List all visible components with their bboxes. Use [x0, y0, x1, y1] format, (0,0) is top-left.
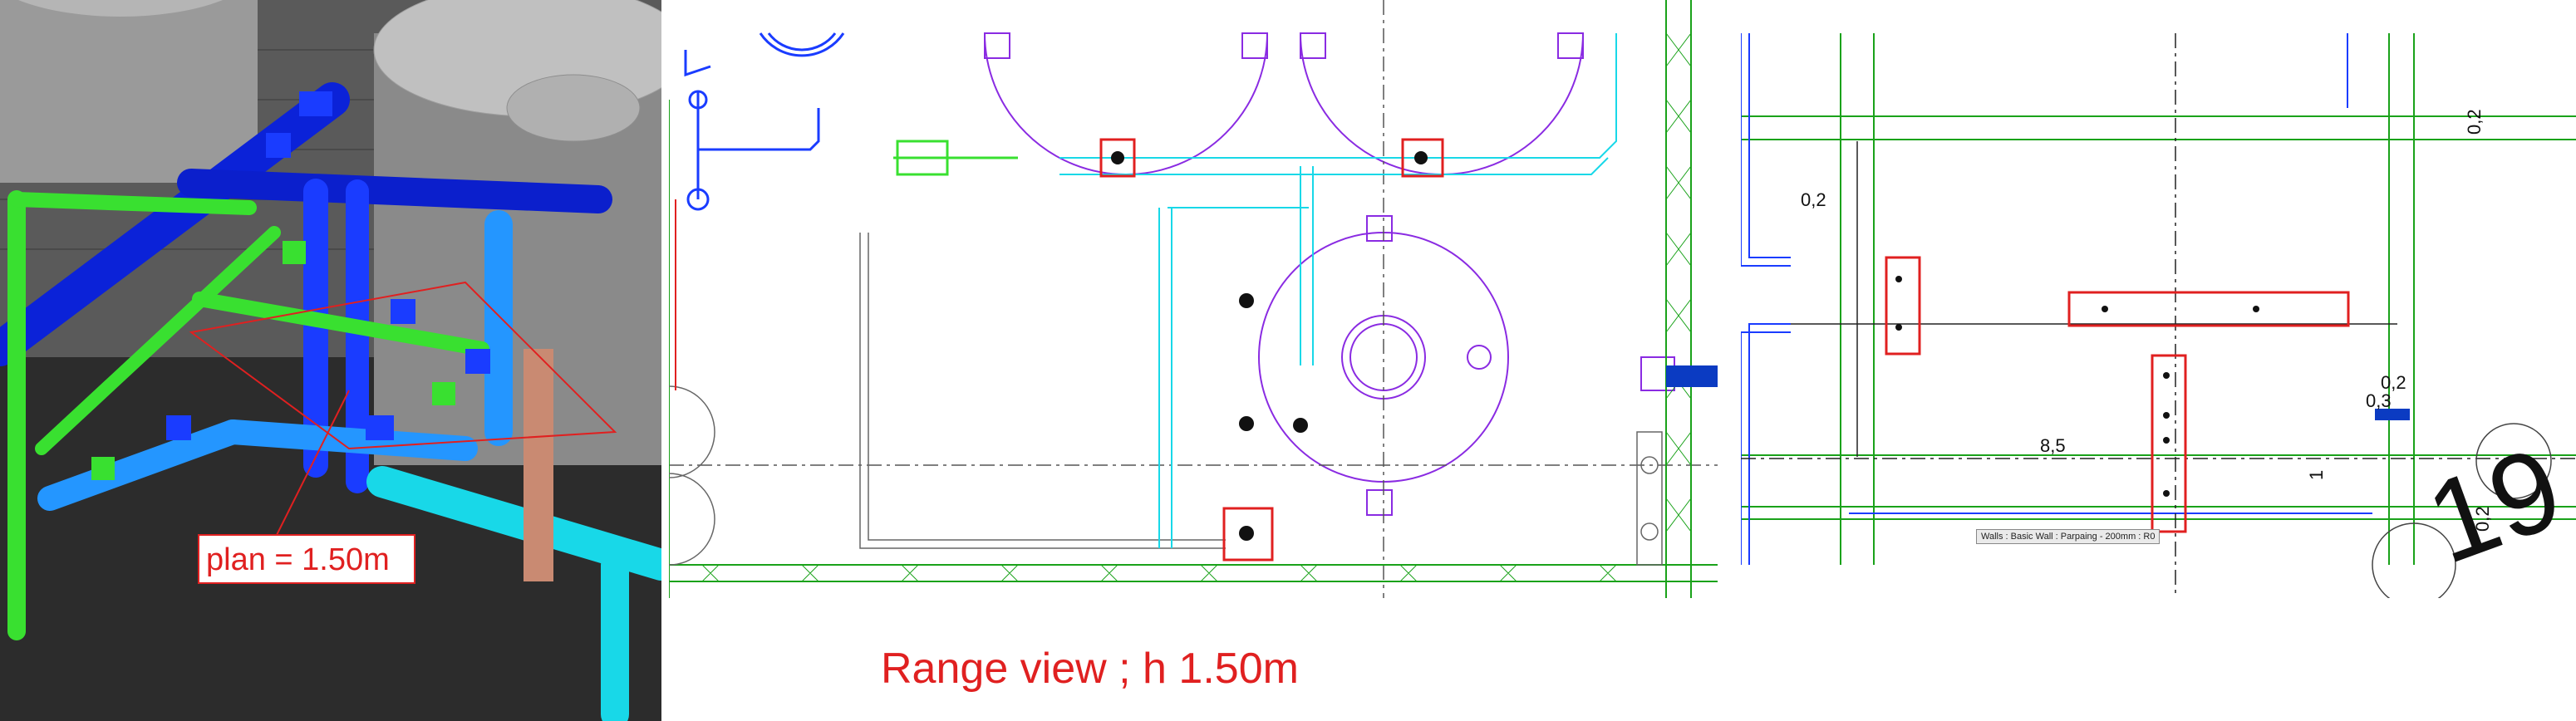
detail-grid-lines — [1741, 33, 2576, 565]
dim-span: 8,5 — [2040, 435, 2066, 456]
plan-drawing — [669, 0, 1718, 598]
plan-height-text: plan = 1.50m — [206, 542, 390, 577]
highlight-boxes — [1099, 138, 1444, 562]
dim-right-b: 0,3 — [2366, 390, 2392, 411]
green-valves — [91, 241, 455, 480]
green-pipe-run — [893, 140, 1018, 176]
cross-hatch — [701, 32, 1692, 582]
dim-right-a: 0,2 — [2381, 372, 2406, 393]
green-pipes — [7, 190, 489, 640]
tank-left — [0, 0, 258, 183]
dim-left: 0,2 — [1801, 189, 1826, 210]
sprinkler-symbols — [1111, 151, 1428, 541]
tag-number: 19 — [2411, 421, 2576, 588]
blue-pipe-left — [686, 90, 820, 211]
dim-bottom-right: 0,2 — [2472, 506, 2493, 532]
plan-view[interactable] — [669, 0, 1718, 598]
room-outline — [859, 233, 1663, 566]
detail-equipment — [2372, 423, 2552, 598]
3d-scene — [0, 0, 661, 721]
cyan-pipes — [366, 466, 661, 721]
detail-wall-blue — [2375, 409, 2410, 420]
wall-lines — [669, 0, 1718, 598]
nozzle-arcs — [684, 32, 845, 77]
tank-right — [373, 0, 661, 465]
plan-height-label: plan = 1.50m — [198, 534, 415, 584]
wall-cut-blue — [1666, 365, 1718, 387]
detail-highlight-boxes — [1885, 256, 2350, 533]
detail-blue-walls — [1741, 33, 2372, 565]
valves — [166, 91, 490, 440]
element-tooltip: Walls : Basic Wall : Parpaing - 200mm : … — [1976, 529, 2161, 544]
copper-pipe — [524, 349, 553, 581]
detail-view[interactable]: 0,2 0,2 0,2 0,3 8,5 1 0,2 19 — [1741, 0, 2576, 598]
cut-plane-outline — [189, 281, 617, 450]
centerlines — [669, 0, 1718, 598]
detail-drawing: 0,2 0,2 0,2 0,3 8,5 1 0,2 19 — [1741, 33, 2576, 598]
tank-outlines — [984, 32, 1675, 516]
detail-sprinkler-ticks — [1895, 276, 2259, 497]
dim-top-right: 0,2 — [2464, 109, 2485, 135]
detail-ref-lines — [1741, 33, 2576, 598]
label-leader-line — [273, 390, 350, 541]
cyan-pipe-run — [1059, 33, 1617, 548]
dim-small: 1 — [2306, 470, 2327, 480]
3d-model-view[interactable]: plan = 1.50m — [0, 0, 661, 721]
range-view-caption: Range view ; h 1.50m — [881, 645, 1299, 693]
equipment-circles — [669, 385, 715, 566]
